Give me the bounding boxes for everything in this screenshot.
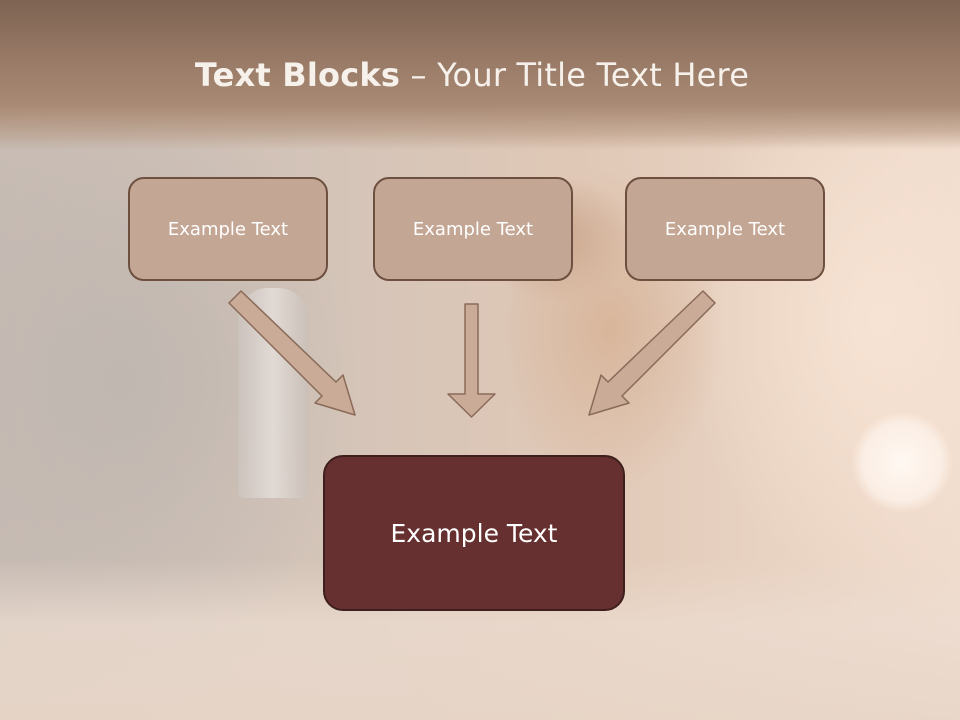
slide-title: Text Blocks – Your Title Text Here (0, 56, 944, 94)
text-box-bottom: Example Text (323, 455, 625, 611)
text-box-middle-label: Example Text (412, 218, 534, 240)
title-rest: Your Title Text Here (437, 56, 750, 94)
arrow-left-diagonal (228, 290, 356, 416)
arrow-down-center (447, 303, 496, 418)
text-box-right-label: Example Text (664, 218, 786, 240)
text-box-left-label: Example Text (167, 218, 289, 240)
header-band (0, 0, 960, 150)
title-separator: – (400, 56, 438, 94)
arrow-right-diagonal (588, 290, 716, 416)
text-box-left: Example Text (128, 177, 328, 281)
text-box-right: Example Text (625, 177, 825, 281)
text-box-bottom-label: Example Text (390, 518, 558, 548)
title-bold: Text Blocks (194, 56, 401, 94)
text-box-middle: Example Text (373, 177, 573, 281)
background-lamp (852, 412, 952, 512)
